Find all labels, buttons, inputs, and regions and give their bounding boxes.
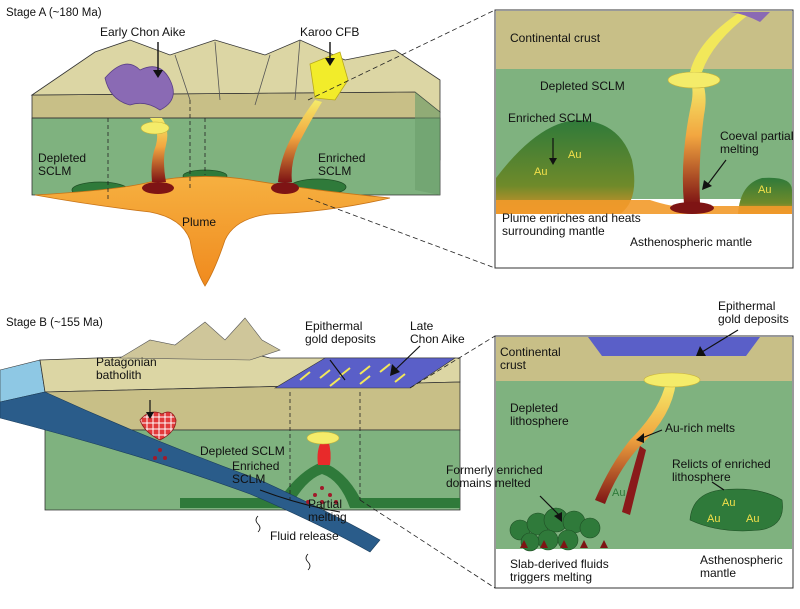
enriched-sclm-fold <box>180 462 460 508</box>
label-karoo-cfb: Karoo CFB <box>300 25 359 39</box>
au-a2: Au <box>568 149 581 161</box>
au-b1: Au <box>722 497 735 509</box>
inset-b-epithermal-gold-line: gold deposits <box>718 312 789 326</box>
label-patagonian-batholith-line: batholith <box>96 368 141 382</box>
au-b3: Au <box>746 513 759 525</box>
stage-b-inset: Au Au Au Au <box>494 329 794 589</box>
label-enriched-sclm-a-line: Enriched <box>318 151 365 165</box>
label-enriched-sclm-b-line: Enriched <box>232 459 279 473</box>
label-depleted-sclm-a-line: Depleted <box>38 151 86 165</box>
inset-b-au-rich-melts: Au-rich melts <box>665 421 735 435</box>
patagonian-batholith <box>139 411 177 441</box>
karoo-cfb-flood-basalt <box>309 51 349 101</box>
inset-b-depleted-lithosphere-line: Depleted <box>510 401 558 415</box>
label-partial-melting-line: melting <box>308 510 347 524</box>
label-enriched-sclm-a-line: SCLM <box>318 164 351 178</box>
label-late-chon-aike-line: Chon Aike <box>410 332 465 346</box>
inset-a-depleted-sclm: Depleted SCLM <box>540 79 625 93</box>
partial-melting-drops <box>153 448 338 504</box>
inset-a-plume-enriches-line: Plume enriches and heats <box>502 211 641 225</box>
inset-a-conduit <box>682 80 706 204</box>
inset-b-depleted-lithosphere-line: lithosphere <box>510 414 569 428</box>
inset-b-formerly-enriched-line: domains melted <box>446 476 531 490</box>
inset-a-enriched-dome <box>496 120 635 214</box>
inset-b-conduit <box>595 382 676 504</box>
inset-a-continental-crust: Continental crust <box>510 31 601 45</box>
label-depleted-sclm-a-line: SCLM <box>38 164 71 178</box>
label-patagonian-batholith-line: Patagonian <box>96 355 157 369</box>
inset-a-crust <box>496 11 792 69</box>
inset-a-enriched-sclm: Enriched SCLM <box>508 111 592 125</box>
inset-a-plume-enriches-line: surrounding mantle <box>502 224 605 238</box>
stage-b-title: Stage B (~155 Ma) <box>6 317 103 329</box>
label-epithermal-gold-b-line: gold deposits <box>305 332 376 346</box>
inset-b-enriched-cluster <box>509 507 601 552</box>
andes-mountains <box>118 317 281 361</box>
conduit-early-chon-aike <box>150 118 168 182</box>
au-a3: Au <box>758 184 771 196</box>
stage-b-block <box>0 317 461 571</box>
inset-b-continental-crust-line: Continental <box>500 345 561 359</box>
inset-b-epithermal-gold-line: Epithermal <box>718 299 775 313</box>
stage-a-block <box>30 39 441 287</box>
label-fluid-release: Fluid release <box>270 529 339 543</box>
stage-a-title: Stage A (~180 Ma) <box>6 7 102 19</box>
inset-a-coeval-line: melting <box>720 142 759 156</box>
inset-a-enriched-dome-right <box>738 177 792 214</box>
stage-a-inset: Au Au Au <box>494 9 794 269</box>
inset-b-slab-fluids-line: Slab-derived fluids <box>510 557 609 571</box>
label-late-chon-aike-line: Late <box>410 319 434 333</box>
inset-b-formerly-enriched-line: Formerly enriched <box>446 463 543 477</box>
label-early-chon-aike: Early Chon Aike <box>100 25 186 39</box>
inset-b-relicts-label-line: Relicts of enriched <box>672 457 771 471</box>
label-epithermal-gold-b-line: Epithermal <box>305 319 362 333</box>
label-partial-melting-line: Partial <box>308 497 342 511</box>
late-chon-aike-volcanics <box>273 357 456 389</box>
inset-b-slab-fluids-line: triggers melting <box>510 570 592 584</box>
label-depleted-sclm-b: Depleted SCLM <box>200 444 285 458</box>
inset-b-relicts <box>689 488 783 532</box>
early-chon-aike-volcanics <box>104 63 174 111</box>
inset-b-astheno-line: Asthenospheric <box>700 553 783 567</box>
inset-a-coeval-line: Coeval partial <box>720 129 793 143</box>
inset-a-plume-band <box>496 200 792 214</box>
au-a1: Au <box>534 166 547 178</box>
inset-b-relicts-label-line: lithosphere <box>672 470 731 484</box>
plume-head <box>34 176 391 287</box>
inset-b-continental-crust-line: crust <box>500 358 527 372</box>
label-enriched-sclm-b-line: SCLM <box>232 472 265 486</box>
au-b4: Au <box>612 487 625 499</box>
au-b2: Au <box>707 513 720 525</box>
inset-a-astheno: Asthenospheric mantle <box>630 235 752 249</box>
inset-b-astheno-line: mantle <box>700 566 736 580</box>
conduit-karoo <box>278 100 322 182</box>
subducting-slab <box>0 391 381 553</box>
label-plume: Plume <box>182 215 216 229</box>
